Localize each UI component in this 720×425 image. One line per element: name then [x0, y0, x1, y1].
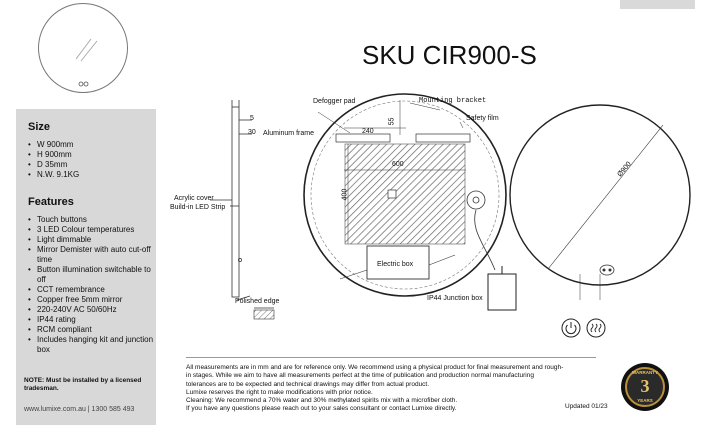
dim-5: 5: [250, 115, 254, 122]
feature-item: Light dimmable: [28, 235, 154, 245]
contact-info: www.lumixe.com.au | 1300 585 493: [24, 406, 135, 413]
features-heading: Features: [28, 196, 74, 208]
mirror-thumbnail: [38, 3, 128, 93]
dim-600: 600: [392, 161, 404, 168]
feature-item: 220-240V AC 50/60Hz: [28, 305, 154, 315]
size-item: H 900mm: [28, 150, 79, 160]
feature-item: RCM compliant: [28, 325, 154, 335]
header-bar: [620, 0, 695, 9]
note-line: in stages. While we aim to have all meas…: [186, 372, 534, 380]
feature-item: Mirror Demister with auto cut-off time: [28, 245, 154, 265]
install-note: NOTE: Must be installed by a licensed tr…: [24, 377, 142, 392]
size-item: N.W. 9.1KG: [28, 170, 79, 180]
label-aluminum-frame: Aluminum frame: [263, 130, 314, 137]
note-line: All measurements are in mm and are for r…: [186, 364, 564, 371]
label-acrylic-cover: Acrylic cover: [174, 195, 214, 202]
power-button-icon: [561, 318, 581, 338]
note-line: Lumixe reserves the right to make modifi…: [186, 388, 373, 396]
dim-240: 240: [362, 128, 374, 135]
feature-item: Copper free 5mm mirror: [28, 295, 154, 305]
note-line: tolerances are to be expected and techni…: [186, 380, 430, 388]
label-led-strip: Build-in LED Strip: [170, 204, 226, 211]
dim-30: 30: [248, 129, 256, 136]
size-heading: Size: [28, 121, 51, 133]
label-mounting-bracket: Mounting bracket: [419, 97, 487, 105]
feature-item: IP44 rating: [28, 315, 154, 325]
note-line: If you have any questions please reach o…: [186, 405, 457, 413]
label-polished-edge: Polished edge: [235, 298, 280, 305]
side-profile: [210, 100, 274, 309]
size-item: D 35mm: [28, 160, 79, 170]
features-list: Touch buttons 3 LED Colour temperatures …: [28, 215, 154, 355]
footer-notes: All measurements are in mm and are for r…: [186, 357, 596, 414]
technical-drawing: [210, 93, 691, 338]
feature-item: Includes hanging kit and junction box: [28, 335, 154, 355]
demister-button-icon: [586, 318, 606, 338]
label-ip44-box: IP44 Junction box: [427, 295, 483, 302]
warranty-badge: WARRANTY 3 YEARS: [620, 362, 670, 412]
size-item: W 900mm: [28, 140, 79, 150]
feature-item: 3 LED Colour temperatures: [28, 225, 154, 235]
front-view: [303, 93, 517, 311]
feature-item: CCT remembrance: [28, 285, 154, 295]
updated-date: Updated 01/23: [565, 403, 608, 410]
label-defogger-pad: Defogger pad: [313, 98, 356, 105]
spec-sidebar: Size W 900mm H 900mm D 35mm N.W. 9.1KG F…: [16, 109, 156, 425]
dim-55: 55: [388, 117, 396, 126]
note-line: Cleaning: We recommend a 70% water and 3…: [186, 397, 458, 405]
warranty-years-word: YEARS: [637, 398, 653, 403]
feature-item: Button illumination switchable to off: [28, 265, 154, 285]
label-safety-film: Safety film: [466, 115, 499, 122]
dim-400: 400: [341, 188, 349, 201]
warranty-text: WARRANTY: [632, 370, 658, 375]
diameter-view: [509, 104, 691, 300]
size-list: W 900mm H 900mm D 35mm N.W. 9.1KG: [28, 140, 79, 180]
feature-item: Touch buttons: [28, 215, 154, 225]
label-electric-box: Electric box: [377, 261, 414, 268]
warranty-years-number: 3: [640, 376, 650, 396]
sku-title: SKU CIR900-S: [362, 40, 537, 70]
